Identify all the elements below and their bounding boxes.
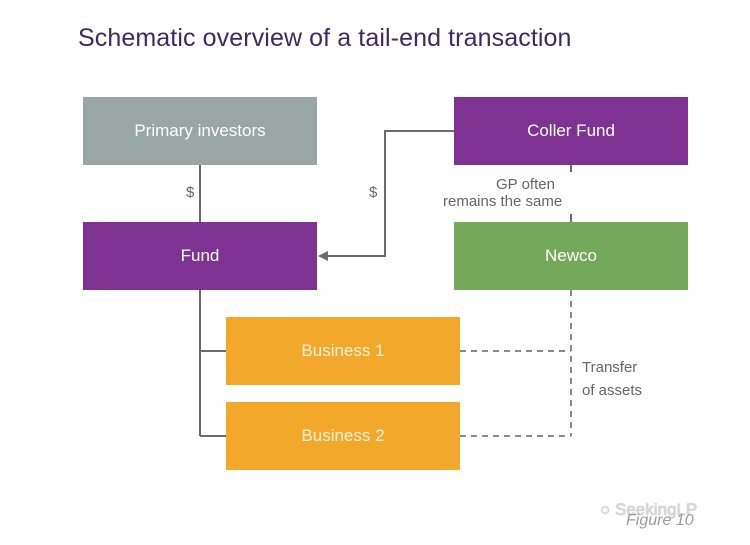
business1-label: Business 1: [301, 341, 385, 360]
transfer-note-line1: Transfer: [582, 359, 638, 376]
transfer-note: Transfer of assets: [582, 356, 642, 402]
figure-label: Figure 10: [626, 512, 694, 529]
dollar-label-right: $: [369, 184, 378, 201]
coller-fund-box: Coller Fund: [454, 97, 688, 165]
business1-box: Business 1: [226, 317, 460, 385]
newco-label: Newco: [545, 246, 597, 265]
primary-investors-box: Primary investors: [83, 97, 317, 165]
newco-box: Newco: [454, 222, 688, 290]
watermark-text: SeekingLP: [615, 500, 698, 519]
primary-investors-label: Primary investors: [134, 121, 266, 140]
fund-label: Fund: [180, 246, 220, 265]
wechat-icon: ○: [600, 500, 611, 519]
transfer-note-line2: of assets: [582, 382, 643, 399]
coller-fund-label: Coller Fund: [527, 121, 615, 140]
business2-label: Business 2: [301, 426, 385, 445]
seekinglp-watermark: ○ SeekingLP: [600, 500, 697, 520]
gp-note: GP often remains the same: [434, 176, 574, 210]
gp-note-line1: GP often: [496, 176, 555, 193]
gp-note-line2: remains the same: [443, 193, 563, 210]
coller-to-fund-arrow: [318, 130, 454, 261]
dollar-label-left: $: [186, 184, 195, 201]
business2-box: Business 2: [226, 402, 460, 470]
diagram-title: Schematic overview of a tail-end transac…: [78, 24, 572, 52]
fund-box: Fund: [83, 222, 317, 290]
